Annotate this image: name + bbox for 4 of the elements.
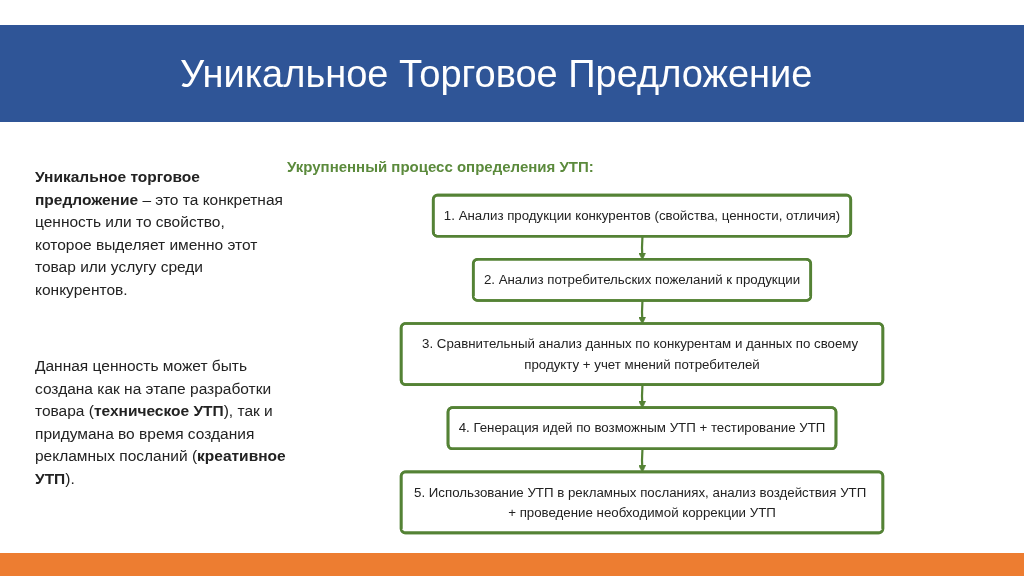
- slide-title: Уникальное Торговое Предложение: [180, 52, 813, 97]
- process-heading: Укрупненный процесс определения УТП:: [287, 157, 595, 177]
- note-paragraph: Данная ценность может быть создана как на этапе разработки товара (техническое УТП), так и придумана во время создания рекламных посланий (креативное УТП).: [35, 356, 287, 489]
- definition-paragraph: Уникальное торговое предложение – это та конкретная ценность или то свойство, которое выделяет именно этот товар или услугу среди конкурентов.: [35, 167, 284, 300]
